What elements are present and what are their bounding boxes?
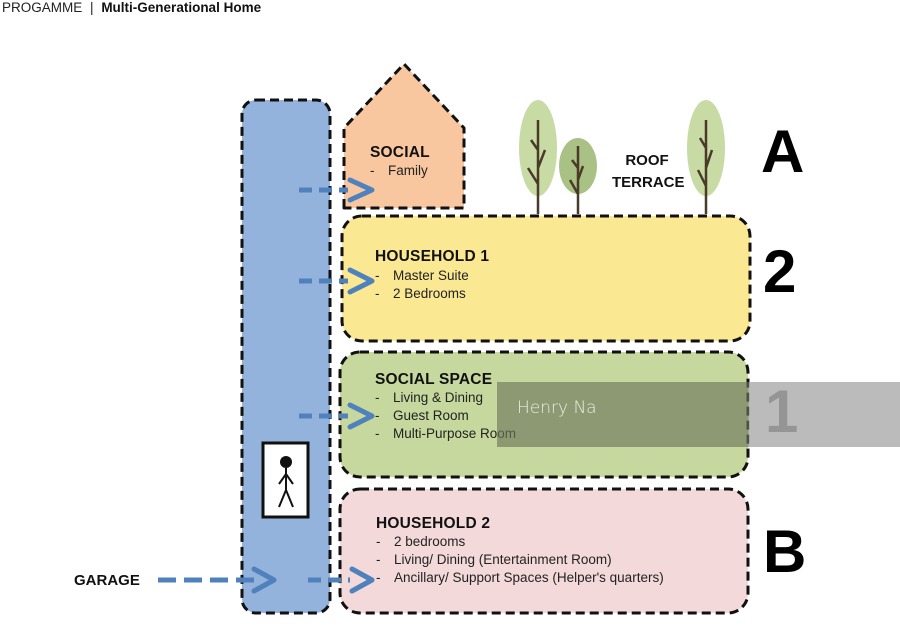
tree-icon <box>519 100 557 214</box>
social-space-title: SOCIAL SPACE <box>375 371 493 388</box>
tree-icon <box>687 100 725 214</box>
household2-items: -2 bedrooms -Living/ Dining (Entertainme… <box>376 533 664 587</box>
roof-terrace-label: ROOF TERRACE <box>612 152 685 191</box>
social-item: -Family <box>370 163 428 178</box>
household1-title: HOUSEHOLD 1 <box>375 248 490 265</box>
header-separator: | <box>90 0 94 15</box>
arrow-to-household2 <box>308 566 375 594</box>
page-title: Multi-Generational Home <box>101 0 262 15</box>
arrow-to-social-space <box>299 402 375 430</box>
list-item: -Living & Dining <box>375 390 484 405</box>
level-label-basement: B <box>763 518 807 585</box>
person-in-elevator-icon <box>261 441 310 519</box>
social-space-items: -Living & Dining -Guest Room -Multi-Purp… <box>375 389 516 443</box>
page-header: PROGAMME | Multi-Generational Home <box>2 0 261 15</box>
arrow-to-household1 <box>299 267 375 295</box>
watermark-overlay: Henry Na <box>497 382 900 447</box>
circulation-core <box>240 98 332 615</box>
arrow-from-garage <box>158 566 277 594</box>
arrow-to-social <box>299 177 375 203</box>
household2-title: HOUSEHOLD 2 <box>376 515 491 532</box>
garage-label: GARAGE <box>74 572 140 589</box>
list-item: -Master Suite <box>375 268 469 283</box>
list-item: -Living/ Dining (Entertainment Room) <box>376 552 612 567</box>
level-label-roof: A <box>761 118 805 185</box>
watermark-band-dark <box>497 382 749 447</box>
household2-block <box>338 487 750 615</box>
list-item: -Guest Room <box>375 408 469 423</box>
list-item: -Ancillary/ Support Spaces (Helper's qua… <box>376 570 664 585</box>
social-block <box>342 62 466 210</box>
level-label-2: 2 <box>763 238 797 305</box>
list-item: -2 Bedrooms <box>375 286 466 301</box>
tree-icon <box>559 138 597 214</box>
watermark-text: Henry Na <box>517 398 597 418</box>
list-item: -2 bedrooms <box>376 534 466 549</box>
household1-items: -Master Suite -2 Bedrooms <box>375 267 469 303</box>
list-item: -Multi-Purpose Room <box>375 426 517 441</box>
social-title: SOCIAL <box>370 144 430 161</box>
section-label: PROGAMME <box>2 0 83 15</box>
watermark-band-light <box>749 382 900 447</box>
